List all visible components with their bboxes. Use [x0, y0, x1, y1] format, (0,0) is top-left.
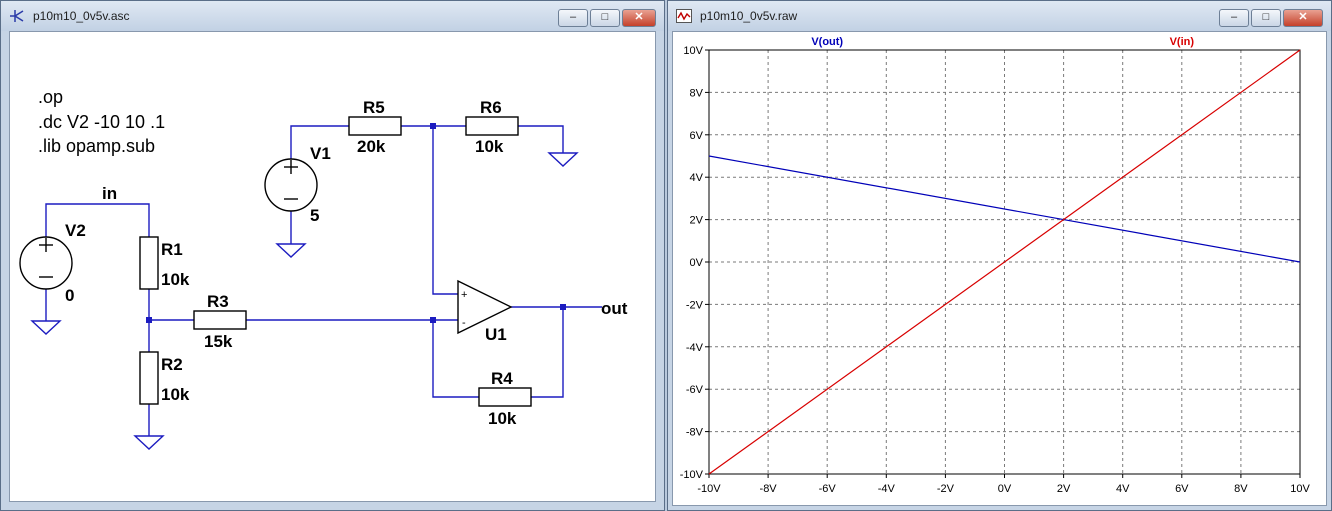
- resistor-r4[interactable]: [478, 387, 532, 407]
- opamp-u1[interactable]: [457, 279, 513, 335]
- v1-name: V1: [310, 144, 331, 163]
- waveform-app-icon: [676, 9, 692, 23]
- ground-v2-icon: [30, 320, 62, 335]
- trace-v-in: [708, 49, 1301, 475]
- plot-window-title: p10m10_0v5v.raw: [700, 9, 798, 23]
- net-label-in[interactable]: in: [102, 184, 117, 203]
- r4-name: R4: [491, 369, 513, 388]
- net-label-out[interactable]: out: [601, 299, 628, 318]
- minimize-button[interactable]: ‒: [558, 9, 588, 27]
- resistor-r3[interactable]: [193, 310, 247, 330]
- wires: [45, 125, 602, 436]
- r5-name: R5: [363, 98, 385, 117]
- x-tick-label: -10V: [697, 483, 721, 495]
- plot-window: p10m10_0v5v.raw ‒ □ ✕ -10V -8V -6V -4V -2V 0V…: [667, 0, 1332, 511]
- r5-value: 20k: [357, 137, 386, 156]
- minimize-button[interactable]: ‒: [1219, 9, 1249, 27]
- opamp-minus-pin: -: [462, 317, 466, 329]
- x-tick-label: 8V: [1234, 483, 1248, 495]
- v2-value: 0: [65, 286, 74, 305]
- r6-name: R6: [480, 98, 502, 117]
- maximize-button[interactable]: □: [1251, 9, 1281, 27]
- directive-lib[interactable]: .lib opamp.sub: [38, 136, 155, 156]
- y-tick-label: -6V: [686, 384, 704, 396]
- resistor-r2[interactable]: [139, 351, 159, 405]
- r1-value: 10k: [161, 270, 190, 289]
- source-v1[interactable]: [264, 158, 318, 212]
- v2-name: V2: [65, 221, 86, 240]
- junction-dots: [146, 123, 566, 323]
- schematic-canvas[interactable]: .op .dc V2 -10 10 .1 .lib opamp.sub in o…: [9, 31, 656, 502]
- r3-name: R3: [207, 292, 229, 311]
- y-tick-label: 8V: [690, 87, 704, 99]
- directive-dc[interactable]: .dc V2 -10 10 .1: [38, 112, 165, 132]
- y-tick-label: -4V: [686, 342, 704, 354]
- plot-chart[interactable]: -10V -8V -6V -4V -2V 0V 2V 4V 6V 8V 10V 10V 8V 6V 4V 2V…: [673, 32, 1327, 506]
- source-v2[interactable]: [19, 236, 73, 290]
- r2-name: R2: [161, 355, 183, 374]
- y-tick-label: -8V: [686, 427, 704, 439]
- y-tick-label: -2V: [686, 299, 704, 311]
- r4-value: 10k: [488, 409, 517, 428]
- maximize-button[interactable]: □: [590, 9, 620, 27]
- close-button[interactable]: ✕: [1283, 9, 1323, 27]
- ground-r6-icon: [547, 152, 579, 167]
- r3-value: 15k: [204, 332, 233, 351]
- x-tick-label: -6V: [819, 483, 837, 495]
- u1-name: U1: [485, 325, 507, 344]
- r6-value: 10k: [475, 137, 504, 156]
- r1-name: R1: [161, 240, 183, 259]
- directive-op[interactable]: .op: [38, 87, 63, 107]
- y-tick-label: -10V: [680, 469, 704, 481]
- x-tick-label: -4V: [878, 483, 896, 495]
- legend-v-out: V(out): [811, 36, 843, 48]
- plot-pane[interactable]: -10V -8V -6V -4V -2V 0V 2V 4V 6V 8V 10V 10V 8V 6V 4V 2V…: [672, 31, 1327, 506]
- y-tick-label: 0V: [690, 257, 704, 269]
- y-tick-label: 10V: [683, 45, 703, 57]
- y-tick-label: 6V: [690, 130, 704, 142]
- y-tick-label: 2V: [690, 215, 704, 227]
- x-tick-label: -2V: [937, 483, 955, 495]
- opamp-plus-pin: +: [461, 289, 467, 301]
- y-tick-label: 4V: [690, 172, 704, 184]
- r2-value: 10k: [161, 385, 190, 404]
- schematic-titlebar[interactable]: p10m10_0v5v.asc ‒ □ ✕: [1, 1, 664, 31]
- schematic-window: p10m10_0v5v.asc ‒ □ ✕: [0, 0, 665, 511]
- plot-titlebar[interactable]: p10m10_0v5v.raw ‒ □ ✕: [668, 1, 1331, 31]
- x-tick-label: -8V: [760, 483, 778, 495]
- x-tick-label: 0V: [998, 483, 1012, 495]
- schematic-app-icon: [10, 10, 24, 22]
- resistor-r6[interactable]: [465, 116, 519, 136]
- x-tick-label: 2V: [1057, 483, 1071, 495]
- x-tick-label: 10V: [1290, 483, 1310, 495]
- ground-v1-icon: [275, 243, 307, 258]
- schematic-window-title: p10m10_0v5v.asc: [33, 9, 130, 23]
- ground-r2-icon: [133, 435, 165, 450]
- x-tick-label: 6V: [1175, 483, 1189, 495]
- resistor-r1[interactable]: [139, 236, 159, 290]
- legend-v-in: V(in): [1170, 36, 1195, 48]
- resistor-r5[interactable]: [348, 116, 402, 136]
- close-button[interactable]: ✕: [622, 9, 656, 27]
- v1-value: 5: [310, 206, 319, 225]
- trace-v-out: [708, 155, 1301, 263]
- x-tick-label: 4V: [1116, 483, 1130, 495]
